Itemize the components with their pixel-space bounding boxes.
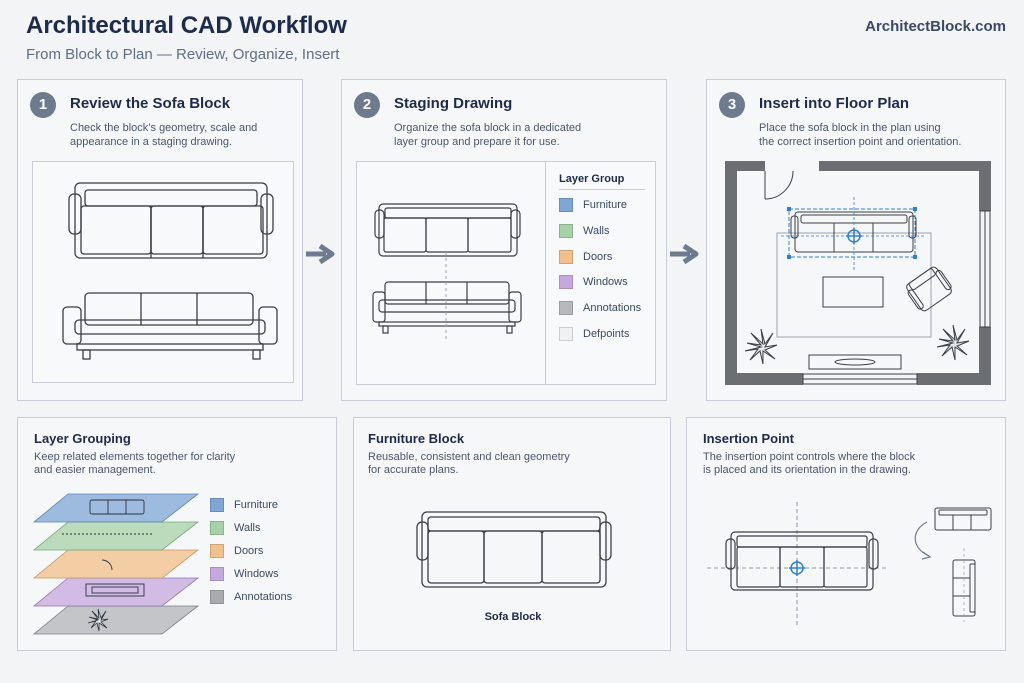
layer-group-divider — [545, 162, 546, 384]
layer-item-walls[interactable]: Walls — [559, 224, 649, 240]
step-2-canvas: Layer Group Furniture Walls Doors Window… — [356, 161, 656, 385]
annotations-swatch-icon — [210, 590, 224, 604]
furniture-swatch-icon — [559, 198, 573, 212]
insertion-point-desc-line2: is placed and its orientation in the dra… — [703, 464, 911, 476]
furniture-swatch-icon — [210, 498, 224, 512]
step-1-number: 1 — [30, 92, 56, 118]
sofa-plan-drawing — [62, 182, 278, 360]
brand-link[interactable]: ArchitectBlock.com — [865, 18, 1006, 35]
step-1-desc-line1: Check the block’s geometry, scale and — [70, 122, 258, 134]
page-title: Architectural CAD Workflow — [26, 12, 347, 39]
insertion-point-desc-line1: The insertion point controls where the b… — [703, 451, 916, 463]
grouping-legend-annotations: Annotations — [210, 590, 320, 606]
layer-item-label: Walls — [583, 225, 610, 237]
layer-grouping-title: Layer Grouping — [34, 431, 131, 446]
insertion-point-drawing — [707, 502, 992, 626]
stacked-layers-illustration — [32, 493, 200, 635]
legend-label: Doors — [234, 545, 264, 557]
windows-swatch-icon — [559, 275, 573, 289]
step-2-desc-line2: layer group and prepare it for use. — [394, 136, 560, 148]
legend-label: Windows — [234, 568, 279, 580]
layer-group-underline — [559, 189, 645, 190]
defpoints-swatch-icon — [559, 327, 573, 341]
layer-item-label: Windows — [583, 276, 628, 288]
layer-item-furniture[interactable]: Furniture — [559, 198, 649, 214]
staging-sofa-drawing — [372, 203, 522, 342]
step-1-desc-line2: appearance in a staging drawing. — [70, 136, 233, 148]
layer-item-label: Defpoints — [583, 328, 630, 340]
doors-swatch-icon — [559, 250, 573, 264]
step-2-panel: 2 Staging Drawing Organize the sofa bloc… — [341, 79, 667, 401]
annotations-swatch-icon — [559, 301, 573, 315]
layer-item-label: Furniture — [583, 199, 628, 211]
layer-item-doors[interactable]: Doors — [559, 250, 649, 266]
legend-label: Walls — [234, 522, 261, 534]
step-2-desc-line1: Organize the sofa block in a dedicated — [394, 122, 582, 134]
grouping-legend-furniture: Furniture — [210, 498, 320, 514]
step-3-desc-line2: the correct insertion point and orientat… — [759, 136, 962, 148]
step-1-title: Review the Sofa Block — [70, 95, 231, 112]
legend-label: Annotations — [234, 591, 293, 603]
furniture-block-title: Furniture Block — [368, 431, 465, 446]
step-3-panel: 3 Insert into Floor Plan Place the sofa … — [706, 79, 1006, 401]
furniture-block-desc-line2: for accurate plans. — [368, 464, 459, 476]
layer-item-defpoints[interactable]: Defpoints — [559, 327, 649, 343]
page-subtitle: From Block to Plan — Review, Organize, I… — [26, 46, 340, 63]
arrow-right-icon — [306, 243, 335, 265]
windows-swatch-icon — [210, 567, 224, 581]
layer-item-label: Annotations — [583, 302, 642, 314]
legend-label: Furniture — [234, 499, 279, 511]
step-1-canvas — [32, 161, 294, 383]
layer-grouping-panel: Layer Grouping Keep related elements tog… — [17, 417, 337, 651]
walls-swatch-icon — [559, 224, 573, 238]
sofa-block-drawing — [416, 511, 612, 588]
sofa-block-caption: Sofa Block — [484, 611, 542, 623]
step-3-desc-line1: Place the sofa block in the plan using — [759, 122, 941, 134]
layer-item-label: Doors — [583, 251, 613, 263]
furniture-block-desc-line1: Reusable, consistent and clean geometry — [368, 451, 570, 463]
arrow-right-icon — [670, 243, 699, 265]
layer-grouping-desc-line1: Keep related elements together for clari… — [34, 451, 236, 463]
insertion-point-title: Insertion Point — [703, 431, 794, 446]
layer-item-windows[interactable]: Windows — [559, 275, 649, 291]
layer-item-annotations[interactable]: Annotations — [559, 301, 649, 317]
grouping-legend-walls: Walls — [210, 521, 320, 537]
furniture-block-panel: Furniture Block Reusable, consistent and… — [353, 417, 671, 651]
doors-swatch-icon — [210, 544, 224, 558]
step-2-number: 2 — [354, 92, 380, 118]
grouping-legend-windows: Windows — [210, 567, 320, 583]
floor-plan-drawing — [725, 161, 991, 385]
step-3-number: 3 — [719, 92, 745, 118]
grouping-legend-doors: Doors — [210, 544, 320, 560]
step-1-panel: 1 Review the Sofa Block Check the block’… — [17, 79, 303, 401]
layer-group-title: Layer Group — [559, 173, 625, 185]
step-3-title: Insert into Floor Plan — [759, 95, 910, 112]
walls-swatch-icon — [210, 521, 224, 535]
layer-grouping-desc-line2: and easier management. — [34, 464, 156, 476]
step-2-title: Staging Drawing — [394, 95, 513, 112]
insertion-point-panel: Insertion Point The insertion point cont… — [686, 417, 1006, 651]
